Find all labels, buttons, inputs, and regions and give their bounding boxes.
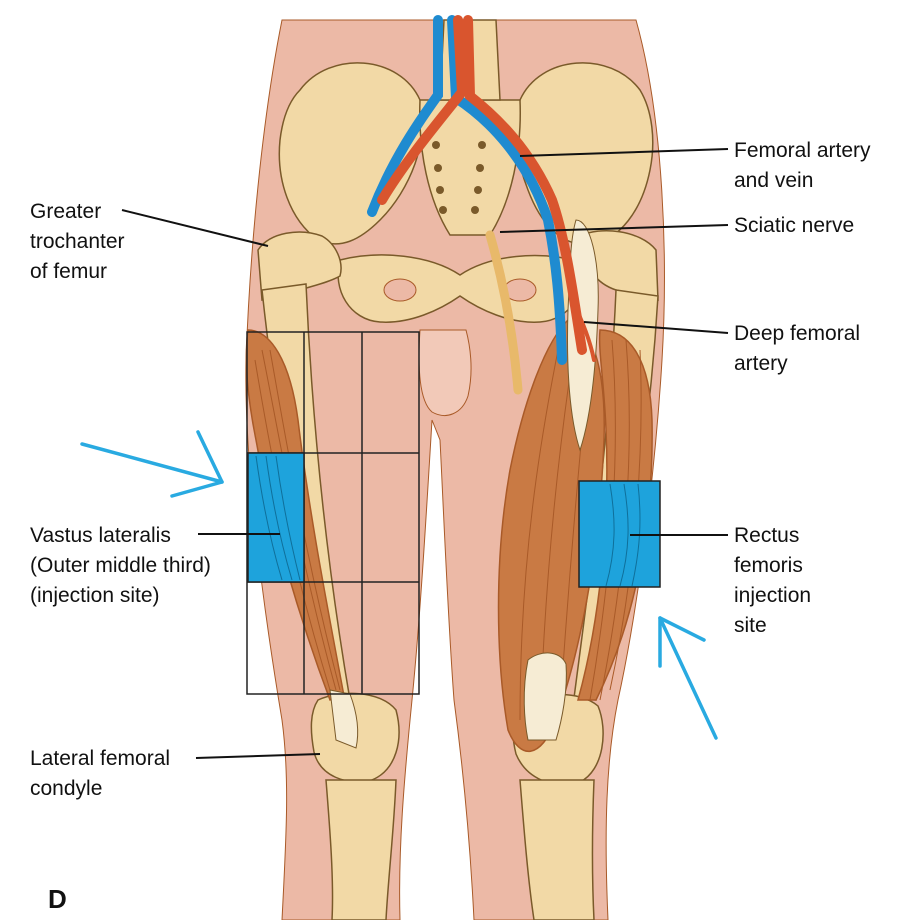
genital-region <box>418 329 472 416</box>
leader-femoral-artery-vein <box>519 148 729 157</box>
right-arrow <box>658 616 718 740</box>
left-tibia <box>325 779 397 920</box>
vessels-and-nerve <box>367 15 596 395</box>
left-arrow <box>80 430 224 498</box>
leader-deep-femoral-artery <box>583 321 729 334</box>
right-tibia <box>519 779 595 920</box>
right-patellar-tendon <box>523 652 567 741</box>
pubic-region <box>337 254 584 323</box>
leader-lines <box>121 148 729 759</box>
left-femur-head-neck <box>257 231 342 301</box>
label-rectus-femoris: Rectus femoris injection site <box>734 524 817 637</box>
vastus-site-fibers <box>255 455 301 581</box>
grid-outline <box>246 331 420 695</box>
leader-lateral-femoral-condyle <box>195 753 321 759</box>
label-sciatic-nerve: Sciatic nerve <box>734 214 854 237</box>
labels: Femoral artery and vein Sciatic nerve De… <box>30 139 876 914</box>
leader-sciatic-nerve <box>499 224 729 233</box>
left-vastus-tendon <box>329 689 359 749</box>
left-obturator-foramen <box>383 278 417 302</box>
sacral-foramina <box>432 141 486 214</box>
label-greater-trochanter: Greater trochanter of femur <box>30 200 130 283</box>
femoral-vein <box>367 15 567 365</box>
label-vastus-lateralis: Vastus lateralis (Outer middle third) (i… <box>30 524 217 607</box>
label-femoral-artery-vein: Femoral artery and vein <box>734 139 876 192</box>
panel-letter: D <box>48 884 67 914</box>
sciatic-nerve <box>485 230 523 395</box>
leader-greater-trochanter <box>121 209 269 247</box>
label-deep-femoral-artery: Deep femoral artery <box>734 322 866 375</box>
label-lateral-femoral-condyle: Lateral femoral condyle <box>30 747 176 800</box>
deep-femoral-artery-branch <box>570 298 596 362</box>
